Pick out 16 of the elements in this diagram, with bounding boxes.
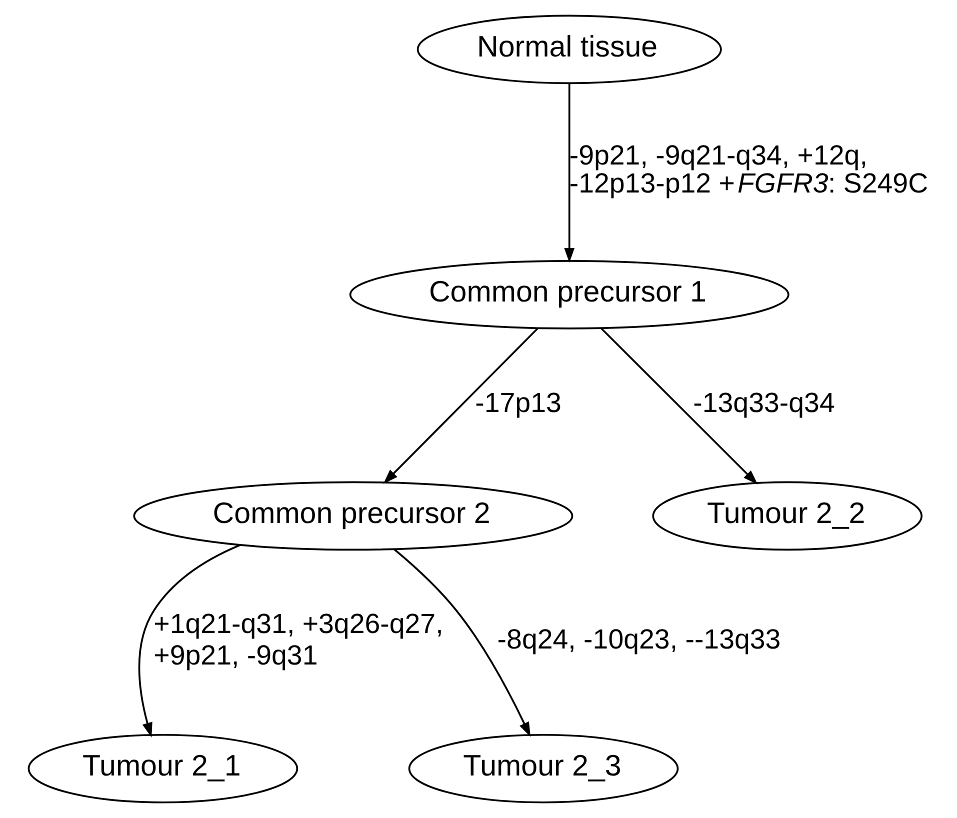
arrow	[393, 548, 530, 737]
arrow	[600, 328, 758, 485]
edge-label: -9p21, -9q21-q34, +12q, -12p13-p12 +FGFR3: S249C	[568, 140, 928, 198]
node-ellipse: Common precursor 1	[348, 260, 789, 330]
node-ellipse: Tumour 2_1	[27, 734, 298, 804]
node-ellipse: Tumour 2_2	[652, 481, 922, 551]
edge-label: -17p13	[474, 386, 561, 418]
edge-label: -8q24, -10q23, --13q33	[496, 624, 780, 655]
edge-label: +1q21-q31, +3q26-q27, +9p21, -9q31	[153, 608, 443, 670]
arrow	[382, 328, 538, 484]
arrow	[564, 84, 574, 263]
node-ellipse: Tumour 2_3	[408, 734, 678, 804]
arrow	[138, 544, 240, 738]
node-ellipse: Common precursor 2	[132, 481, 573, 551]
node-ellipse: Normal tissue	[416, 14, 722, 84]
edge-label: -13q33-q34	[692, 386, 834, 418]
